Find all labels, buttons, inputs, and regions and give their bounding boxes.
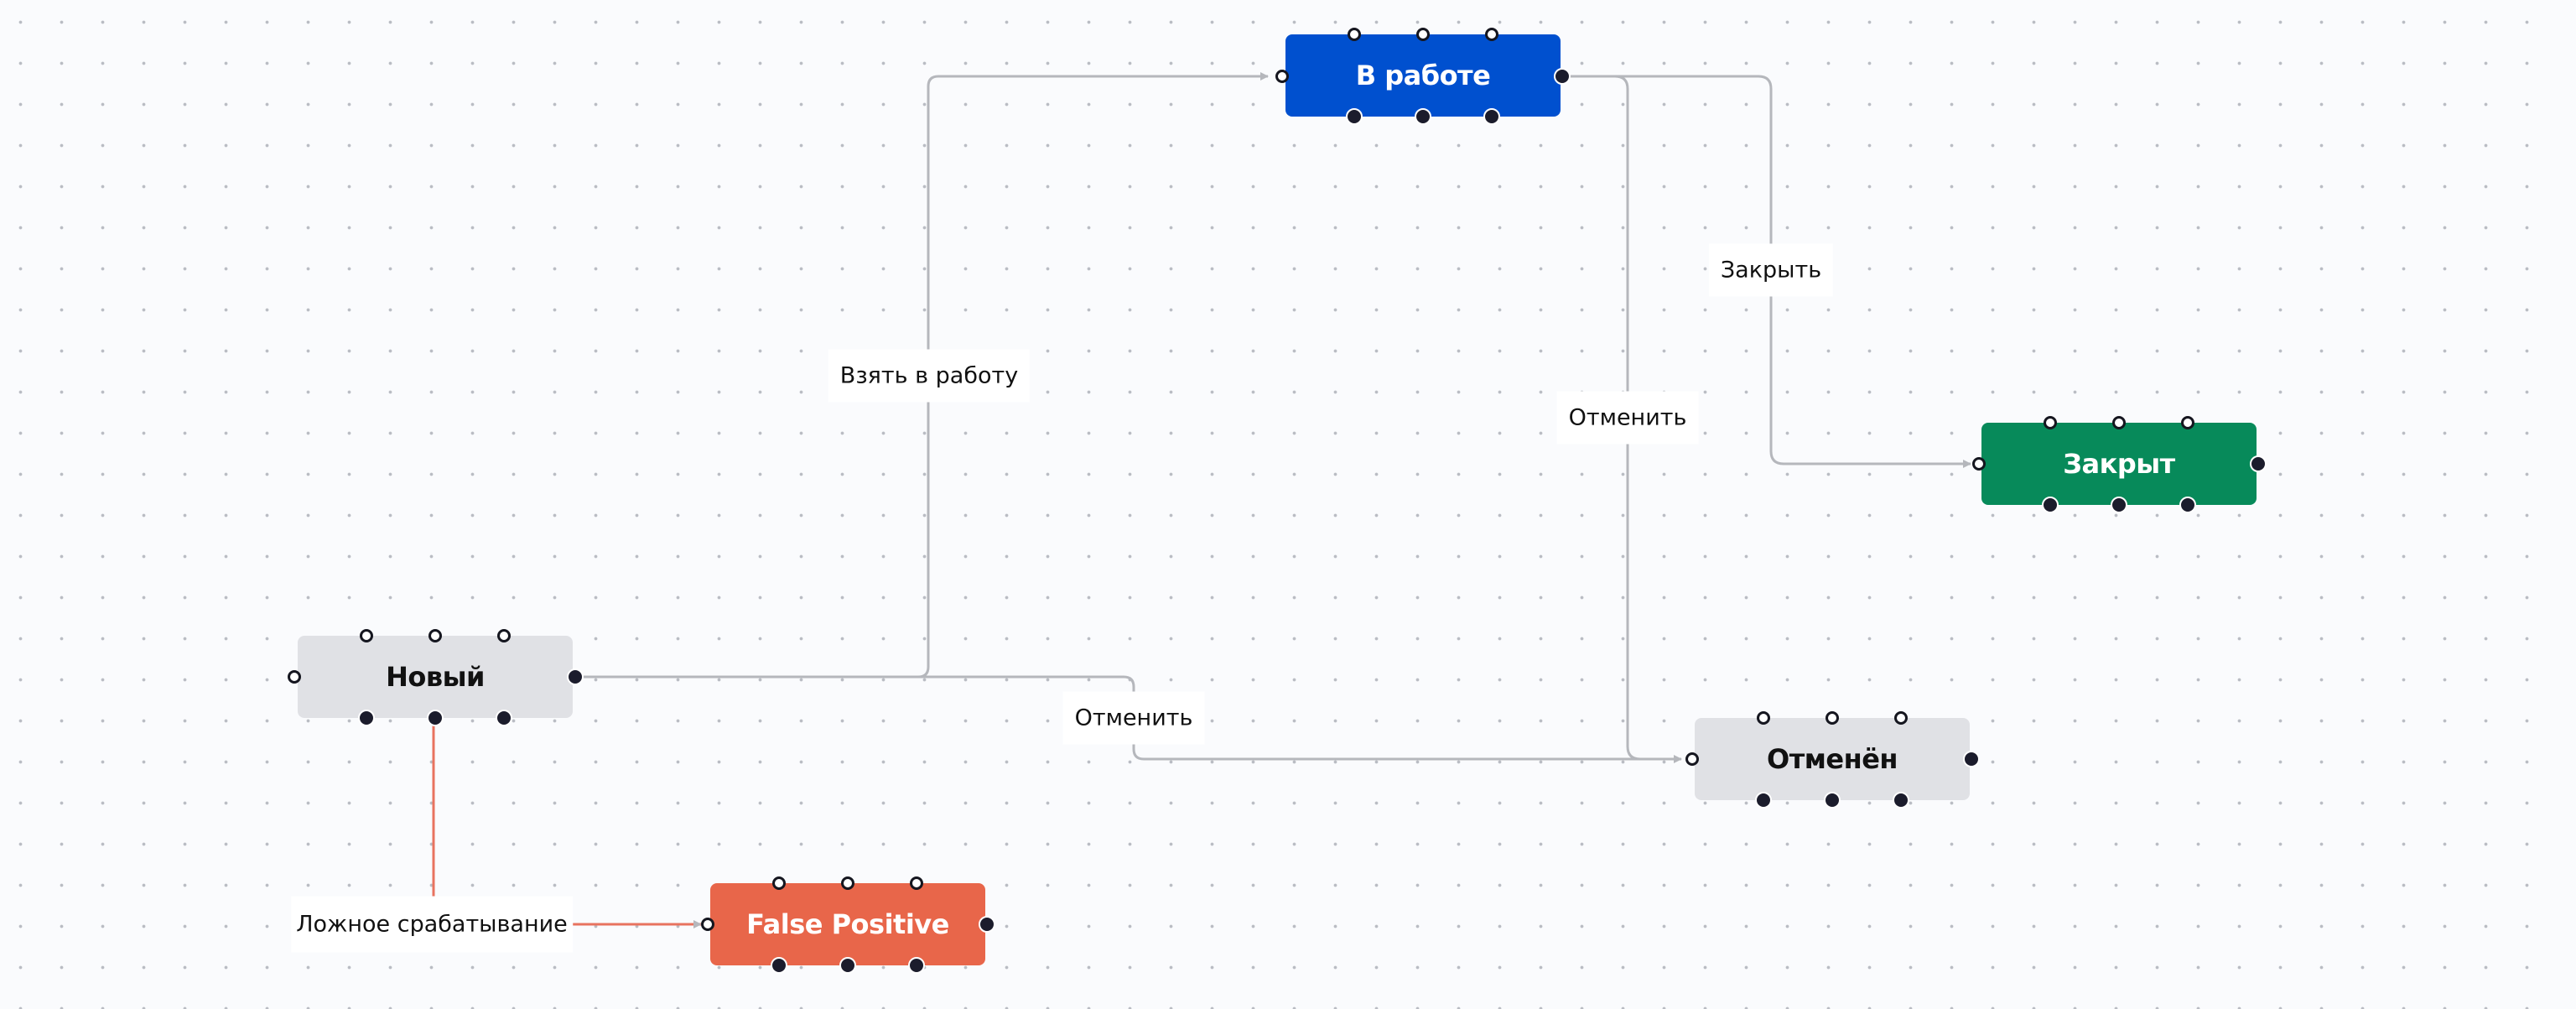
- node-false-positive-input-port-top-2[interactable]: [841, 876, 854, 890]
- node-new-input-port-top-1[interactable]: [360, 629, 373, 642]
- node-false-positive-output-port-bottom-3[interactable]: [908, 957, 925, 974]
- node-new-output-port-bottom-2[interactable]: [427, 710, 444, 726]
- node-closed-output-port-bottom-1[interactable]: [2042, 497, 2059, 513]
- node-cancelled-input-port-left[interactable]: [1685, 752, 1699, 766]
- node-in-progress-label: В работе: [1355, 60, 1491, 91]
- node-new-output-port-bottom-1[interactable]: [358, 710, 375, 726]
- node-cancelled-output-port-bottom-3[interactable]: [1893, 792, 1909, 809]
- node-closed-input-port-top-3[interactable]: [2181, 416, 2194, 429]
- edge-label-cancel-from-work[interactable]: Отменить: [1556, 391, 1699, 445]
- node-cancelled[interactable]: Отменён: [1685, 711, 1980, 809]
- node-cancelled-label: Отменён: [1766, 743, 1898, 775]
- node-in-progress-output-port-bottom-3[interactable]: [1483, 108, 1500, 125]
- edge-false-alarm[interactable]: [432, 725, 702, 928]
- node-closed[interactable]: Закрыт: [1972, 416, 2267, 513]
- node-closed-output-port-right[interactable]: [2250, 455, 2267, 472]
- node-new-input-port-left[interactable]: [288, 670, 301, 684]
- node-cancelled-input-port-top-1[interactable]: [1757, 711, 1770, 725]
- node-closed-input-port-top-2[interactable]: [2112, 416, 2126, 429]
- node-in-progress-input-port-top-1[interactable]: [1348, 28, 1361, 41]
- node-in-progress-input-port-top-3[interactable]: [1485, 28, 1498, 41]
- node-closed-label: Закрыт: [2063, 448, 2175, 480]
- node-cancelled-output-port-right[interactable]: [1963, 751, 1980, 767]
- node-cancelled-input-port-top-2[interactable]: [1826, 711, 1839, 725]
- node-false-positive-output-port-bottom-1[interactable]: [771, 957, 787, 974]
- edge-label-cancel-from-new[interactable]: Отменить: [1062, 691, 1205, 745]
- node-false-positive-label: False Positive: [746, 908, 949, 940]
- edge-label-false-alarm[interactable]: Ложное срабатывание: [291, 896, 573, 953]
- node-in-progress-output-port-bottom-2[interactable]: [1415, 108, 1431, 125]
- edge-label-close[interactable]: Закрыть: [1708, 243, 1834, 297]
- node-in-progress-input-port-top-2[interactable]: [1416, 28, 1430, 41]
- node-in-progress-output-port-bottom-1[interactable]: [1346, 108, 1363, 125]
- node-false-positive-input-port-top-3[interactable]: [910, 876, 923, 890]
- node-in-progress-input-port-left[interactable]: [1275, 70, 1289, 83]
- node-cancelled-output-port-bottom-1[interactable]: [1755, 792, 1772, 809]
- node-false-positive[interactable]: False Positive: [701, 876, 995, 974]
- node-in-progress[interactable]: В работе: [1275, 28, 1571, 125]
- node-new-input-port-top-3[interactable]: [497, 629, 511, 642]
- node-false-positive-output-port-bottom-2[interactable]: [839, 957, 856, 974]
- node-false-positive-output-port-right[interactable]: [979, 916, 995, 933]
- node-closed-input-port-left[interactable]: [1972, 457, 1986, 471]
- node-closed-output-port-bottom-2[interactable]: [2111, 497, 2127, 513]
- node-closed-output-port-bottom-3[interactable]: [2179, 497, 2196, 513]
- node-in-progress-output-port-right[interactable]: [1554, 68, 1571, 85]
- edge-label-take-to-work[interactable]: Взять в работу: [828, 349, 1031, 403]
- node-cancelled-output-port-bottom-2[interactable]: [1824, 792, 1841, 809]
- node-closed-input-port-top-1[interactable]: [2044, 416, 2057, 429]
- node-false-positive-input-port-top-1[interactable]: [772, 876, 786, 890]
- node-false-positive-input-port-left[interactable]: [701, 918, 714, 931]
- node-new[interactable]: Новый: [288, 629, 584, 726]
- node-new-label: Новый: [386, 661, 485, 693]
- node-new-output-port-right[interactable]: [567, 668, 584, 685]
- node-new-input-port-top-2[interactable]: [428, 629, 442, 642]
- node-new-output-port-bottom-3[interactable]: [496, 710, 512, 726]
- node-cancelled-input-port-top-3[interactable]: [1894, 711, 1908, 725]
